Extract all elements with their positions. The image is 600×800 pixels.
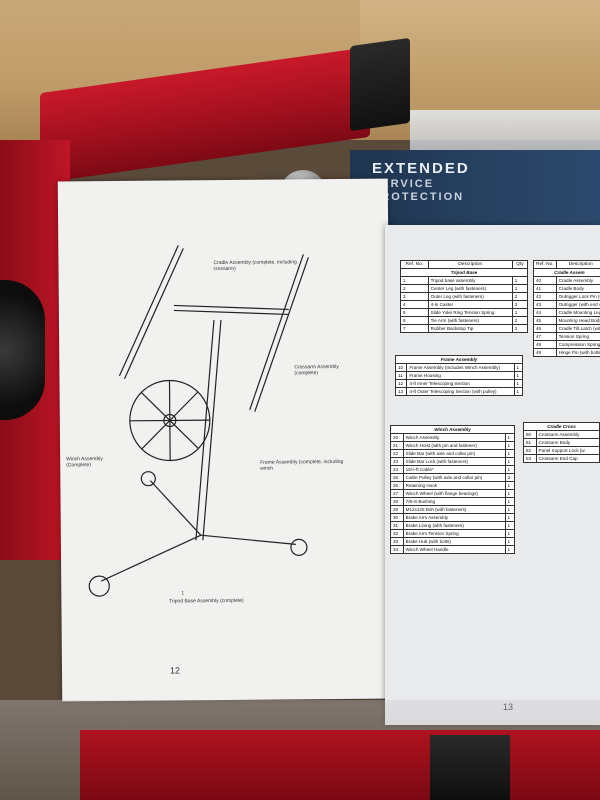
callout-crossarm: Crossarm Assembly (complete): [294, 364, 339, 377]
callout-tripod: Tripod Base Assembly (complete): [169, 597, 244, 605]
black-end-cap-bottom: [430, 735, 510, 800]
page-number-right: 13: [503, 702, 513, 712]
banner-title: EXTENDED: [372, 160, 470, 177]
extended-service-box: [350, 150, 600, 230]
drywall-lift-diagram: [88, 245, 309, 597]
manual-page-left: Cradle Assembly (complete, including cro…: [57, 178, 393, 702]
black-end-cap: [350, 37, 410, 132]
red-frame-bottom: [80, 730, 600, 800]
callout-cradle: Cradle Assembly (complete, including cro…: [213, 259, 297, 273]
banner-subtitle: SERVICE PROTECTION: [372, 178, 465, 203]
callout-tripod-num: 1: [181, 590, 185, 597]
callout-frame: Frame Assembly (complete, including winc…: [260, 458, 344, 472]
caster-wheel: [0, 280, 45, 420]
callout-winch: Winch Assembly (Complete): [66, 456, 103, 469]
page-number-left: 12: [169, 665, 181, 676]
